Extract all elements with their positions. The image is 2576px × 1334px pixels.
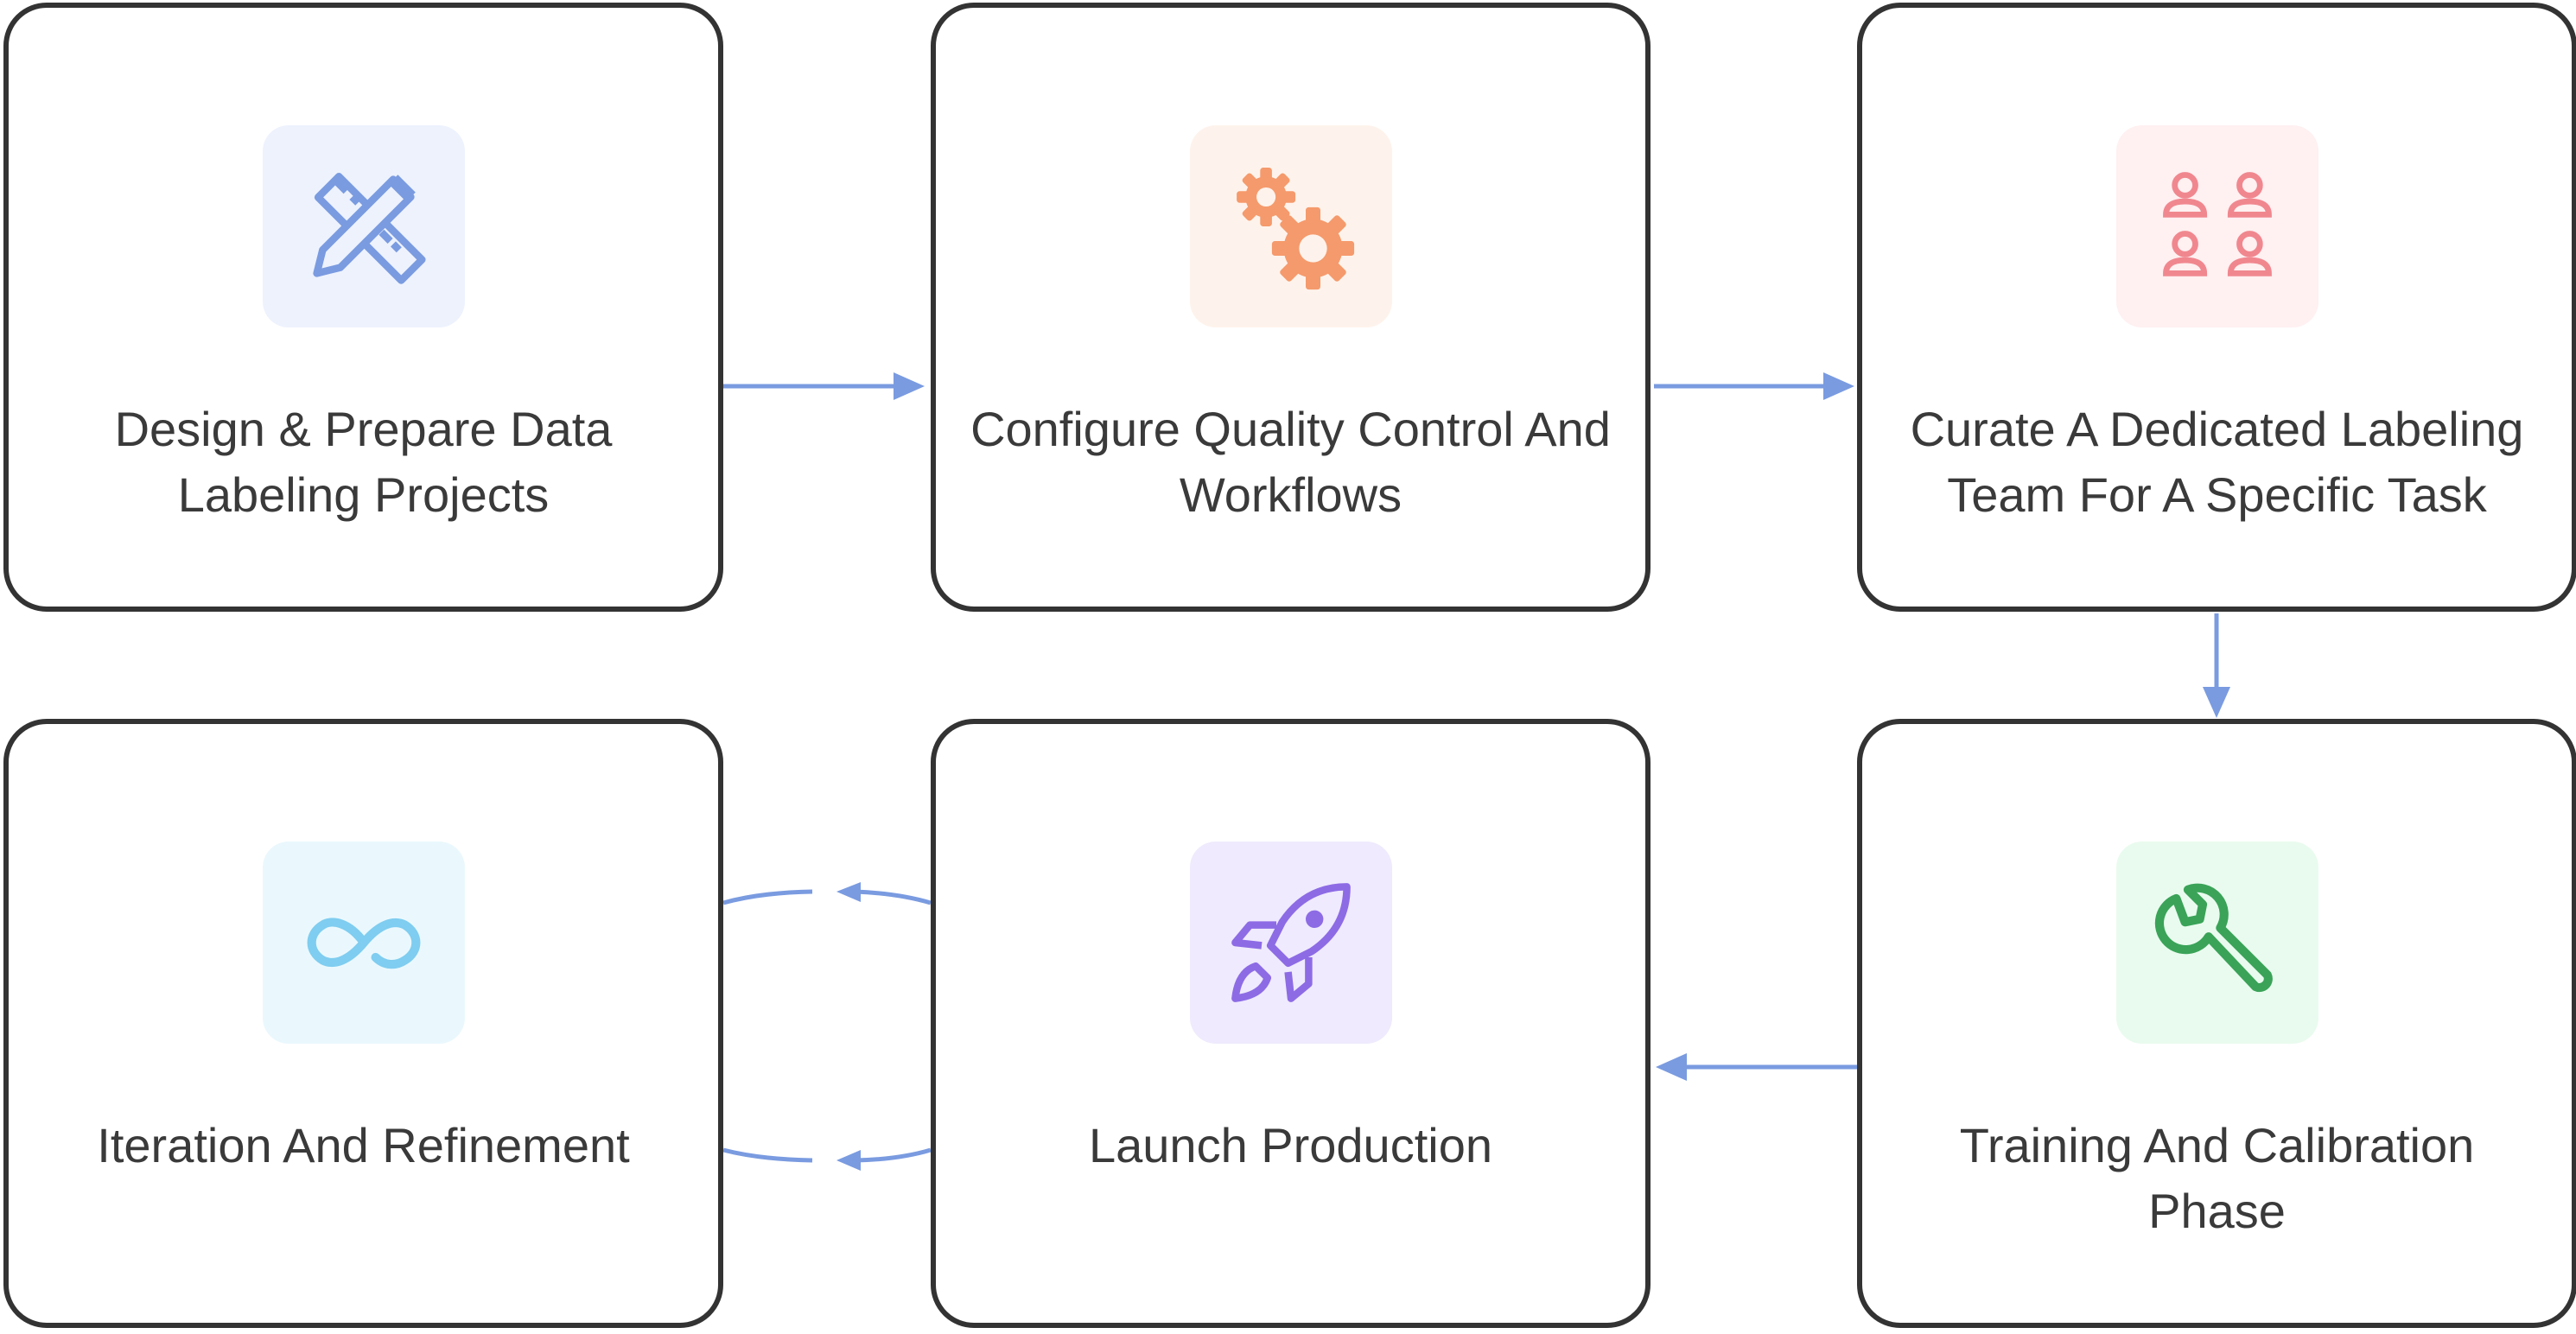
- icon-tile: [1189, 842, 1392, 1044]
- loop-arrow-top-left: [722, 889, 813, 905]
- arrowhead-step1-to-step2: [894, 372, 925, 400]
- rocket-icon: [1231, 883, 1351, 1002]
- infinity-icon: [307, 918, 420, 969]
- step-card-curate-team: Curate A Dedicated Labeling Team For A S…: [1857, 3, 2576, 612]
- loop-arrow-bottom-right: [855, 1147, 932, 1163]
- pencil-ruler-icon: [312, 173, 426, 284]
- loop-arrow-top-right: [855, 889, 932, 905]
- arrowhead-step4-to-step5: [1656, 1053, 1687, 1081]
- step-card-iteration-refinement: Iteration And Refinement: [3, 719, 723, 1328]
- icon-tile: [262, 842, 465, 1044]
- step-card-configure-quality: Configure Quality Control And Workflows: [931, 3, 1651, 612]
- icon-tile: [262, 125, 465, 327]
- icon-tile: [2115, 842, 2318, 1044]
- arrowhead-step2-to-step3: [1823, 372, 1854, 400]
- icon-tile: [1189, 125, 1392, 327]
- wrench-icon: [2154, 883, 2273, 993]
- icon-tile: [2115, 125, 2318, 327]
- step-card-design-prepare: Design & Prepare Data Labeling Projects: [3, 3, 723, 612]
- step-card-training-calibration: Training And Calibration Phase: [1857, 719, 2576, 1328]
- step-label: Design & Prepare Data Labeling Projects: [114, 402, 613, 522]
- loop-arrowhead-top: [836, 882, 861, 902]
- team-icon: [2162, 172, 2272, 276]
- step-label: Configure Quality Control And Workflows: [970, 402, 1611, 522]
- step-card-launch-production: Launch Production: [931, 719, 1651, 1328]
- step-label: Curate A Dedicated Labeling Team For A S…: [1910, 402, 2524, 522]
- step-label: Training And Calibration Phase: [1959, 1118, 2475, 1238]
- loop-arrow-bottom-left: [722, 1147, 813, 1163]
- loop-arrowhead-bottom: [836, 1150, 861, 1171]
- step-label: Iteration And Refinement: [97, 1118, 630, 1172]
- gears-icon: [1236, 168, 1354, 290]
- arrowhead-step3-to-step4: [2203, 687, 2230, 718]
- step-label: Launch Production: [1088, 1118, 1492, 1172]
